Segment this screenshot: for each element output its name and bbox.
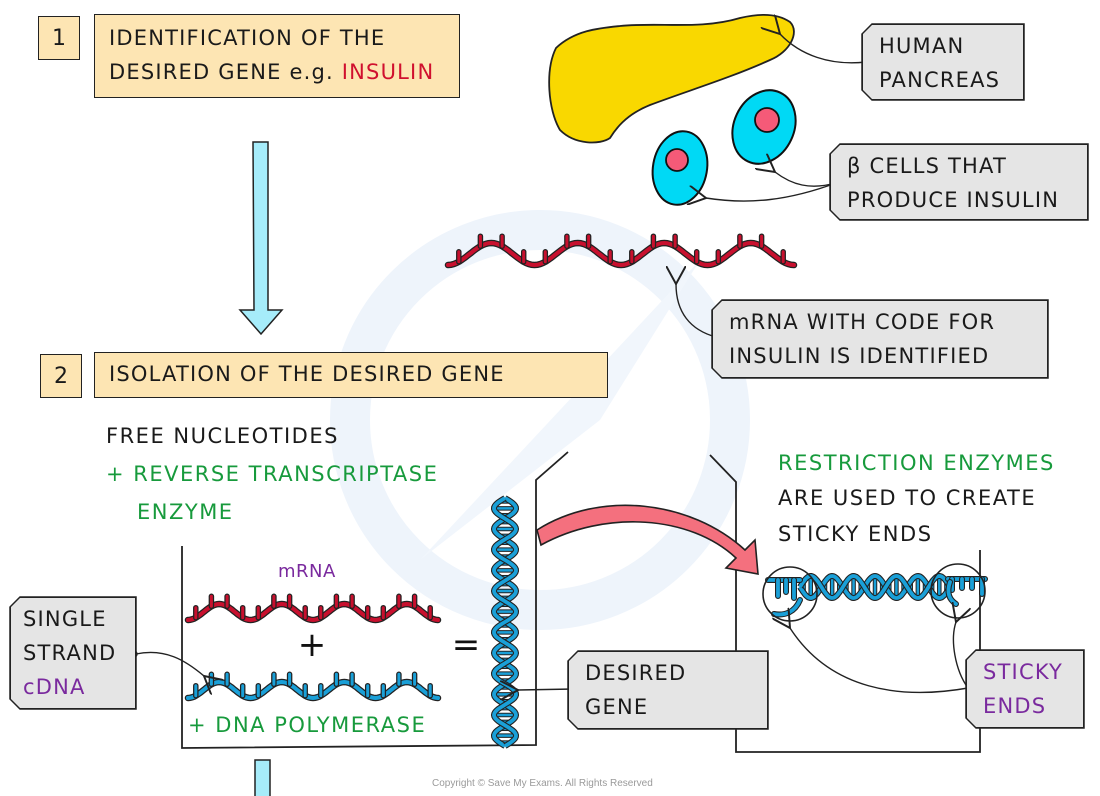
highlight-insulin: INSULIN xyxy=(341,60,435,84)
mrna-strand-beaker xyxy=(184,593,442,624)
beta-cell xyxy=(651,130,709,206)
step-number-2: 2 xyxy=(40,354,82,398)
label-single-strand-cdna: SINGLE STRAND cDNA xyxy=(10,597,136,709)
step-1-line1: IDENTIFICATION OF THE xyxy=(109,26,386,50)
beaker-mrna-label: mRNA xyxy=(278,561,336,582)
restriction-enzymes-line2: ARE USED TO CREATE xyxy=(778,486,1037,510)
down-arrow-step2-next xyxy=(254,759,271,796)
label-line: β CELLS THAT xyxy=(847,154,1007,178)
reagents-reverse-transcriptase: + REVERSE TRANSCRIPTASE xyxy=(106,462,439,486)
pointer-cdna xyxy=(135,651,204,676)
label-mrna-identified: mRNA WITH CODE FOR INSULIN IS IDENTIFIED xyxy=(712,300,1048,378)
restriction-enzymes-line1: RESTRICTION ENZYMES xyxy=(778,451,1055,475)
label-desired-gene: DESIRED GENE (e.g. INSULIN) xyxy=(568,651,768,729)
step-1-line2: DESIRED GENE e.g. INSULIN xyxy=(109,60,435,84)
down-arrow-step1-to-step2 xyxy=(238,141,284,336)
mrna-strand-identified xyxy=(444,233,798,269)
cdna-strand-beaker xyxy=(184,671,442,702)
label-line: SINGLE xyxy=(23,607,107,631)
reagents-free-nucleotides: FREE NUCLEOTIDES xyxy=(106,424,339,448)
label-line: cDNA xyxy=(23,675,86,699)
label-line: HUMAN xyxy=(879,34,965,58)
label-line: INSULIN IS IDENTIFIED xyxy=(729,344,990,368)
reagents-enzyme: ENZYME xyxy=(137,500,234,524)
equals-sign: = xyxy=(452,625,481,665)
label-line: ENDS xyxy=(983,694,1047,718)
plus-sign: + xyxy=(298,625,327,665)
pointer-desired-gene xyxy=(518,689,575,690)
restriction-enzymes-line3: STICKY ENDS xyxy=(778,522,933,546)
copyright-notice: Copyright © Save My Exams. All Rights Re… xyxy=(432,778,653,789)
label-line: DESIRED GENE xyxy=(585,661,687,719)
label-line: mRNA WITH CODE FOR xyxy=(729,310,996,334)
label-line: STRAND xyxy=(23,641,117,665)
transfer-arrow xyxy=(536,504,759,575)
label-sticky-ends: STICKY ENDS xyxy=(966,650,1084,728)
label-line: PRODUCE INSULIN xyxy=(847,188,1060,212)
beta-cell xyxy=(731,89,797,165)
step-1-title: IDENTIFICATION OF THE DESIRED GENE e.g. … xyxy=(94,14,460,98)
pancreas-illustration xyxy=(548,13,795,144)
pointer-beta-cell-2 xyxy=(706,182,837,201)
double-helix-dna-vertical xyxy=(490,495,520,749)
pointer-pancreas xyxy=(780,34,867,64)
label-beta-cells: β CELLS THAT PRODUCE INSULIN xyxy=(830,144,1088,220)
label-human-pancreas: HUMAN PANCREAS xyxy=(862,24,1024,100)
step-number-1: 1 xyxy=(38,16,80,60)
beaker-dna-polymerase: + DNA POLYMERASE xyxy=(188,713,427,737)
step-2-title: ISOLATION OF THE DESIRED GENE xyxy=(94,352,608,398)
pointer-sticky-left xyxy=(790,628,969,694)
label-line: PANCREAS xyxy=(879,68,1001,92)
beaker-reverse-transcription xyxy=(181,451,569,749)
pointer-sticky-right xyxy=(953,622,968,689)
pointer-beta-cell-1 xyxy=(775,172,837,187)
double-helix-dna-horizontal xyxy=(765,572,988,618)
label-line: STICKY xyxy=(983,660,1064,684)
pointer-mrna xyxy=(676,284,717,338)
